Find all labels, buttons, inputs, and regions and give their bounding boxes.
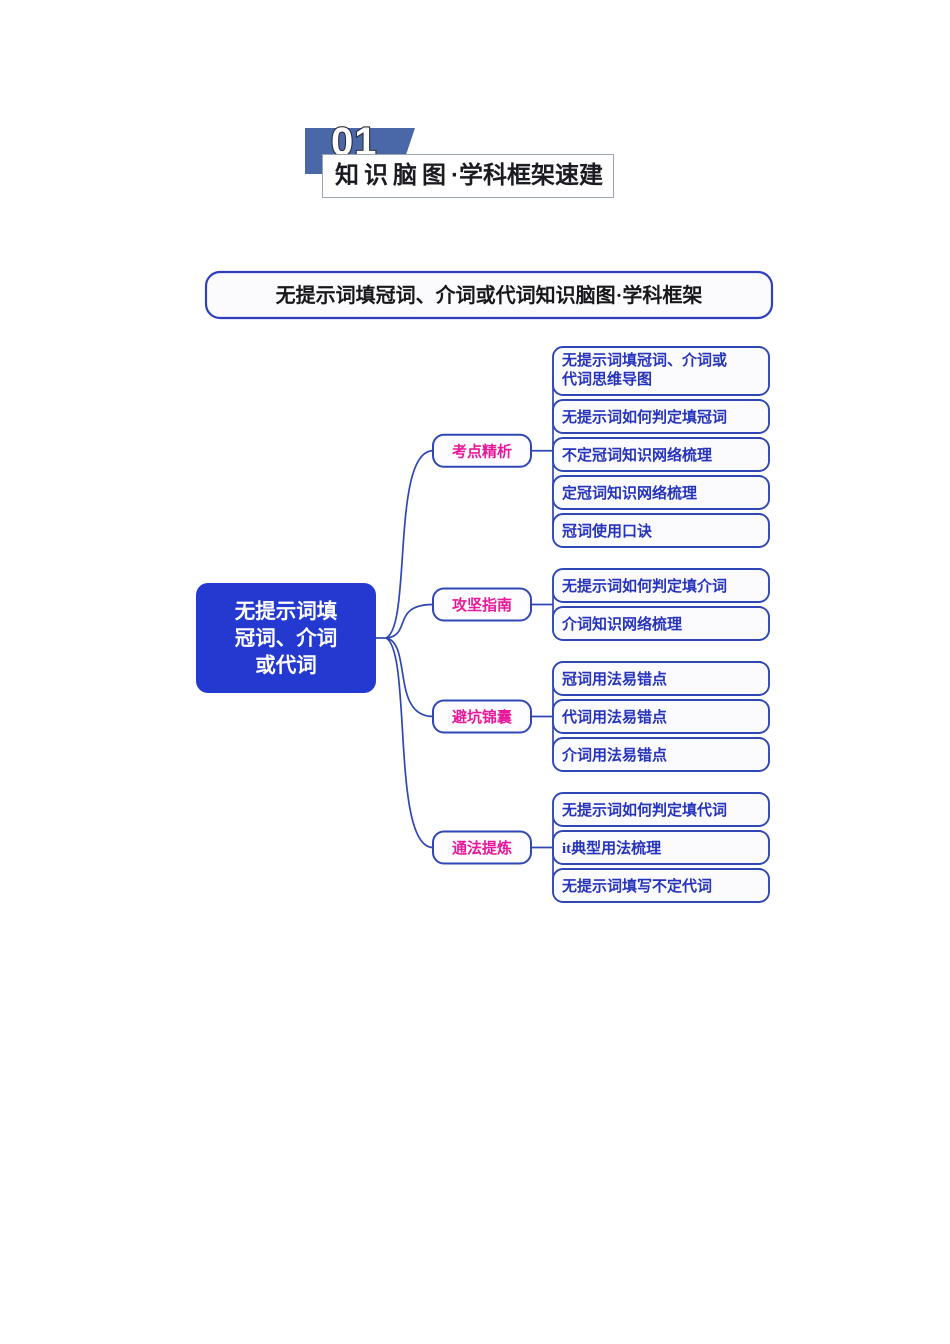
- root-node-line-3: 或代词: [255, 653, 317, 677]
- branch-node-4[interactable]: 通法提炼: [432, 830, 532, 865]
- leaf-node[interactable]: 介词知识网络梳理: [552, 606, 770, 641]
- leaf-node-label: 冠词用法易错点: [562, 670, 667, 688]
- root-branch-connector-1: [385, 449, 434, 639]
- leaf-node-label: 不定冠词知识网络梳理: [562, 446, 712, 464]
- section-title: 知识脑图·学科框架速建: [335, 164, 603, 188]
- section-header: 01 知识脑图·学科框架速建: [305, 121, 705, 208]
- leaf-node[interactable]: 无提示词如何判定填介词: [552, 568, 770, 603]
- leaf-node-box: [552, 606, 770, 641]
- leaf-node-box: [552, 437, 770, 472]
- leaf-node-box: [552, 568, 770, 603]
- leaf-node-label: 冠词使用口诀: [562, 522, 653, 540]
- leaf-node-box: [552, 661, 770, 696]
- mindmap-title-box: [204, 270, 774, 320]
- root-node-line-2: 冠词、介词: [235, 626, 338, 650]
- leaf-node-box: [552, 346, 770, 396]
- leaf-node[interactable]: 冠词用法易错点: [552, 661, 770, 696]
- mindmap-title-text: 无提示词填冠词、介词或代词知识脑图·学科框架: [276, 283, 703, 307]
- leaf-node-label: 定冠词知识网络梳理: [562, 484, 697, 502]
- leaf-node[interactable]: 定冠词知识网络梳理: [552, 475, 770, 510]
- leaf-node-box: [552, 475, 770, 510]
- branch-node-1[interactable]: 考点精析: [432, 433, 532, 468]
- leaf-node-box: [552, 737, 770, 772]
- root-branch-connector-3: [385, 637, 434, 718]
- leaf-node[interactable]: 不定冠词知识网络梳理: [552, 437, 770, 472]
- leaf-node-label: 代词用法易错点: [561, 708, 667, 726]
- leaf-node-label: 无提示词填冠词、介词或: [561, 351, 727, 369]
- root-node-line-1: 无提示词填: [235, 599, 338, 623]
- branch-node-3[interactable]: 避坑锦囊: [432, 699, 532, 734]
- leaf-node[interactable]: 无提示词填写不定代词: [552, 868, 770, 903]
- root-connectors: [376, 449, 434, 849]
- branch-node-box: [432, 830, 532, 865]
- root-branch-connector-2: [385, 603, 434, 639]
- section-title-prefix: 知识脑图: [335, 162, 451, 189]
- leaf-node[interactable]: 介词用法易错点: [552, 737, 770, 772]
- root-node[interactable]: 无提示词填 冠词、介词 或代词: [196, 583, 376, 693]
- leaf-node[interactable]: 冠词使用口诀: [552, 513, 770, 548]
- section-title-suffix: 学科框架速建: [459, 162, 603, 189]
- branch-node-label: 考点精析: [452, 442, 512, 460]
- leaf-node-box: [552, 830, 770, 865]
- branch-node-box: [432, 587, 532, 622]
- leaf-node-label: it典型用法梳理: [562, 839, 661, 857]
- leaf-node[interactable]: 无提示词如何判定填冠词: [552, 399, 770, 434]
- branch-node-2[interactable]: 攻坚指南: [432, 587, 532, 622]
- leaf-node-label: 介词用法易错点: [561, 746, 667, 764]
- section-title-box: 知识脑图·学科框架速建: [322, 154, 614, 198]
- mindmap-title-node: 无提示词填冠词、介词或代词知识脑图·学科框架: [204, 270, 774, 320]
- leaf-node-box: [552, 399, 770, 434]
- section-title-separator: ·: [451, 162, 459, 189]
- branch-node-label: 避坑锦囊: [452, 708, 513, 726]
- branch-node-label: 攻坚指南: [452, 596, 512, 614]
- branch-node-box: [432, 433, 532, 468]
- leaf-nodes: 无提示词填冠词、介词或代词思维导图无提示词如何判定填冠词不定冠词知识网络梳理定冠…: [552, 346, 770, 903]
- root-branch-connector-4: [385, 637, 434, 849]
- leaf-node-label: 代词思维导图: [561, 370, 652, 388]
- leaf-node-box: [552, 699, 770, 734]
- leaf-node[interactable]: 代词用法易错点: [552, 699, 770, 734]
- leaf-node-box: [552, 868, 770, 903]
- branch-node-label: 通法提炼: [452, 839, 512, 857]
- leaf-node-box: [552, 792, 770, 827]
- root-node-box: [196, 583, 376, 693]
- leaf-node-label: 无提示词如何判定填介词: [561, 577, 727, 595]
- leaf-node[interactable]: it典型用法梳理: [552, 830, 770, 865]
- leaf-node-label: 无提示词如何判定填冠词: [561, 408, 727, 426]
- leaf-node-label: 无提示词填写不定代词: [561, 877, 712, 895]
- leaf-node[interactable]: 无提示词如何判定填代词: [552, 792, 770, 827]
- leaf-node-label: 介词知识网络梳理: [561, 615, 682, 633]
- branch-node-box: [432, 699, 532, 734]
- leaf-node-label: 无提示词如何判定填代词: [561, 801, 727, 819]
- leaf-node-box: [552, 513, 770, 548]
